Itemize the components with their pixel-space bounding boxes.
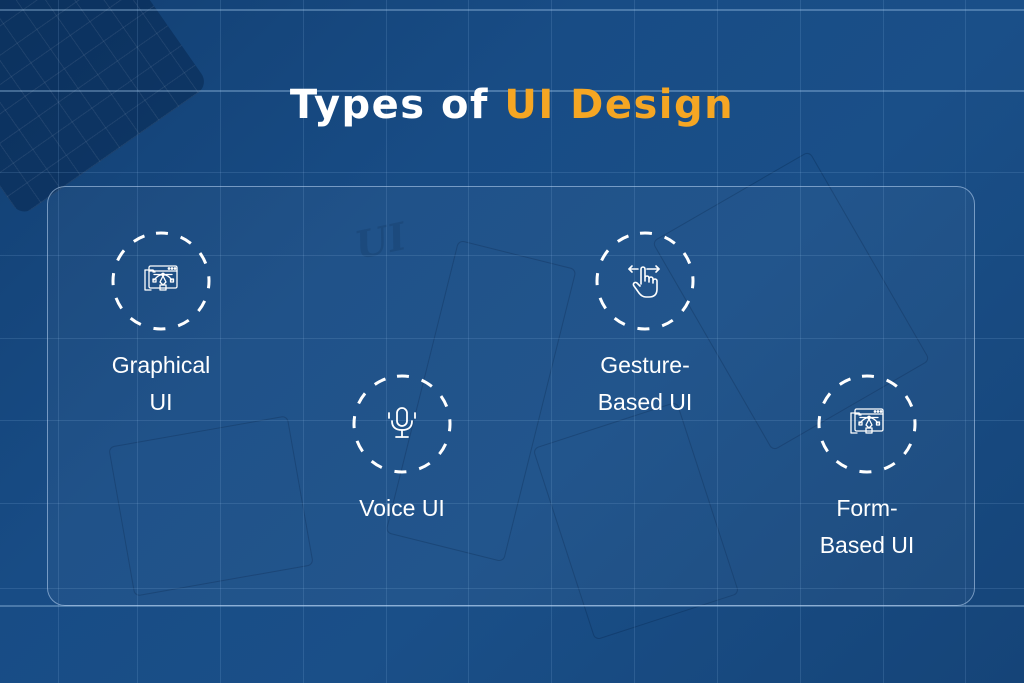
label-line: Based UI bbox=[597, 389, 693, 415]
dashed-circle-icon bbox=[817, 374, 917, 474]
dashed-circle-icon bbox=[111, 231, 211, 331]
icon-ring bbox=[595, 231, 695, 331]
item-label: Graphical UI bbox=[71, 347, 251, 421]
icon-ring bbox=[111, 231, 211, 331]
label-line: Graphical bbox=[111, 352, 211, 378]
item-label: Form- Based UI bbox=[777, 490, 957, 564]
grid-line bbox=[0, 172, 1024, 173]
grid-line bbox=[0, 9, 1024, 11]
dashed-circle-icon bbox=[352, 374, 452, 474]
form-ui-icon bbox=[850, 408, 884, 434]
item-graphical-ui: Graphical UI bbox=[71, 231, 251, 421]
graphical-ui-icon bbox=[144, 265, 178, 291]
ui-types-card bbox=[47, 186, 975, 606]
label-line: Gesture- bbox=[600, 352, 690, 378]
label-line: Voice UI bbox=[359, 495, 445, 521]
microphone-icon bbox=[388, 407, 416, 438]
label-line: Form- bbox=[836, 495, 898, 521]
item-gesture-based-ui: Gesture- Based UI bbox=[555, 231, 735, 421]
label-line: Based UI bbox=[819, 532, 915, 558]
title-text: Types of bbox=[289, 82, 489, 128]
icon-ring bbox=[352, 374, 452, 474]
item-form-based-ui: Form- Based UI bbox=[777, 374, 957, 564]
item-voice-ui: Voice UI bbox=[312, 374, 492, 527]
gesture-hand-icon bbox=[628, 265, 660, 298]
title-accent-text: UI Design bbox=[504, 82, 735, 128]
label-line: UI bbox=[149, 389, 173, 415]
dashed-circle-icon bbox=[595, 231, 695, 331]
icon-ring bbox=[817, 374, 917, 474]
item-label: Gesture- Based UI bbox=[555, 347, 735, 421]
item-label: Voice UI bbox=[312, 490, 492, 527]
page-title: Types of UI Design bbox=[0, 82, 1024, 128]
